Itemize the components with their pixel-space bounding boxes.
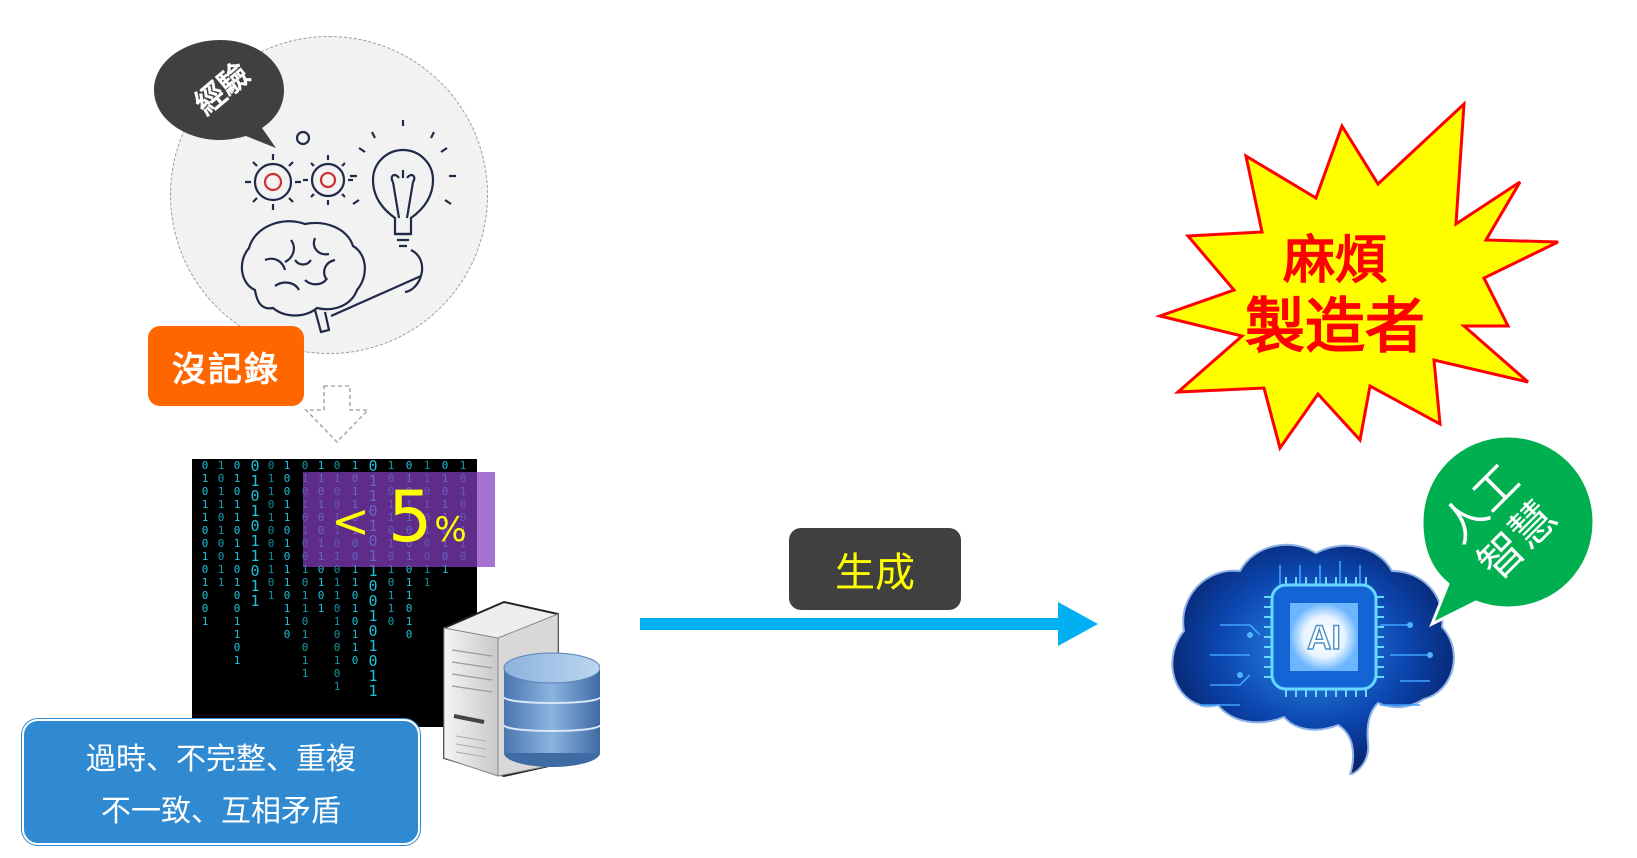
data-issues-box: 過時、不完整、重複 不一致、互相矛盾 — [22, 719, 420, 845]
ai-chip-label: AI — [1307, 619, 1341, 657]
troublemaker-line-2: 製造者 — [1245, 292, 1425, 362]
no-record-badge: 沒記錄 — [148, 326, 304, 406]
ai-speech-bubble — [1420, 434, 1596, 628]
issues-line-1: 過時、不完整、重複 — [86, 742, 356, 777]
percentage-unit: % — [434, 510, 467, 550]
issues-line-2: 不一致、互相矛盾 — [101, 794, 341, 829]
down-arrow-icon — [304, 385, 370, 444]
ai-brain-icon: AI — [1171, 543, 1455, 775]
percentage-overlay — [303, 472, 495, 567]
percentage-value: 5 — [387, 476, 433, 558]
experience-speech-bubble — [154, 40, 284, 148]
troublemaker-label: 麻煩 製造者 — [1220, 230, 1450, 362]
brain-lightbulb-illustration — [240, 120, 456, 334]
troublemaker-starburst — [1154, 100, 1559, 452]
troublemaker-line-1: 麻煩 — [1282, 231, 1387, 291]
less-than-symbol: < — [331, 494, 370, 548]
server-database-icon — [443, 600, 600, 778]
right-arrow-icon — [640, 602, 1098, 646]
percentage-label: < 5 % — [303, 472, 495, 567]
generate-label: 生成 — [789, 528, 961, 610]
